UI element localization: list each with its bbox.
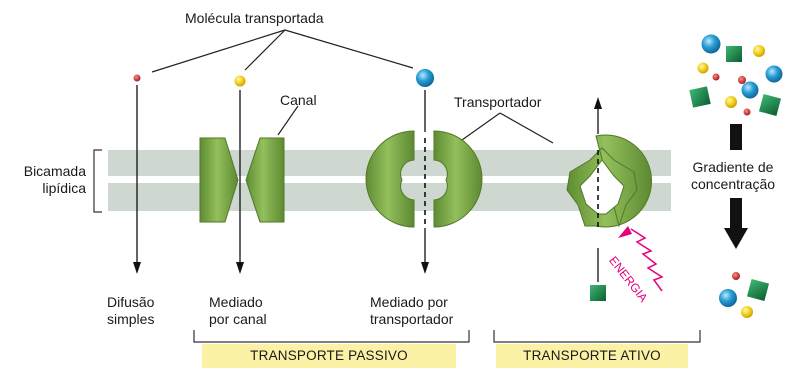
diffusion-arrowhead-icon: [133, 262, 141, 274]
transporter-leader-lines: [461, 112, 554, 144]
active-bracket: [493, 330, 701, 343]
transporter-mediated-label-line2: transportador: [370, 311, 454, 327]
molecule-leader-lines: [151, 29, 414, 73]
green-square-solute: [590, 285, 606, 301]
simple-diffusion-label-line1: Difusão: [107, 294, 155, 310]
channel-left-half: [199, 137, 239, 223]
transporter-label: Transportador: [454, 94, 542, 110]
transporter-arrowhead-icon: [421, 262, 429, 274]
bilayer-bracket: [93, 149, 102, 213]
low-concentration-cluster: [719, 272, 770, 318]
transporter-left-half: [365, 130, 415, 228]
gradient-arrow-icon: [724, 124, 748, 249]
bilayer-label-line2: lipídica: [42, 180, 86, 196]
passive-bracket: [193, 330, 470, 343]
channel-protein: [199, 137, 285, 223]
gradient-label-line2: concentração: [690, 176, 776, 192]
channel-arrowhead-icon: [236, 262, 244, 274]
transported-molecule-label: Molécula transportada: [185, 10, 324, 26]
blue-solute-molecule: [416, 69, 434, 87]
active-pump-protein: [566, 134, 652, 228]
transporter-mediated-label-line1: Mediado por: [370, 294, 448, 310]
pump-binding-pocket: [579, 159, 625, 215]
channel-mediated-path: [234, 75, 246, 274]
transporter-right-half: [433, 130, 483, 228]
bilayer-label-line1: Bicamada: [23, 163, 86, 179]
channel-mediated-label-line1: Mediado: [209, 294, 263, 310]
transporter-mediated-path: [416, 69, 434, 274]
small-nonpolar-molecule: [133, 74, 141, 82]
active-transport-path: [590, 97, 606, 301]
gradient-label-line1: Gradiente de: [692, 159, 774, 175]
active-transport-band: TRANSPORTE ATIVO: [496, 344, 688, 368]
energy-arrow-icon: [618, 226, 664, 292]
channel-leader-line: [277, 105, 299, 136]
simple-diffusion-path: [133, 74, 141, 274]
channel-label: Canal: [280, 92, 317, 108]
high-concentration-cluster: [689, 34, 783, 117]
pump-arrowhead-icon: [594, 97, 602, 109]
yellow-solute-molecule: [234, 75, 246, 87]
channel-mediated-label-line2: por canal: [209, 311, 267, 327]
simple-diffusion-label-line2: simples: [107, 311, 155, 327]
passive-transport-band: TRANSPORTE PASSIVO: [202, 344, 456, 368]
passive-transporter-protein: [365, 130, 483, 228]
channel-right-half: [245, 137, 285, 223]
